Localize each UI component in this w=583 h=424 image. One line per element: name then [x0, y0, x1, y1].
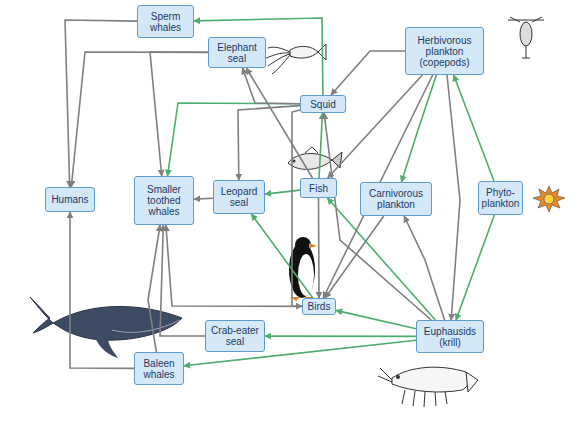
box-text: Phyto-plankton — [481, 187, 520, 209]
feeding-arrow — [404, 216, 445, 320]
feeding-arrow — [65, 20, 137, 187]
food-box: Euphausids (krill) — [416, 320, 484, 353]
feeding-arrow — [150, 52, 208, 176]
organism-label: Leopard seal — [216, 186, 262, 208]
feeding-arrow — [265, 190, 300, 194]
food-box: Humans — [45, 187, 95, 212]
feeding-arrow — [194, 197, 213, 200]
squid-illustration — [266, 44, 326, 74]
food-box: Leopard seal — [213, 180, 265, 214]
box-text: Smaller toothed whales — [137, 184, 191, 217]
food-box: Fish — [300, 178, 337, 198]
organism-label: Herbivorous plankton (copepods) — [408, 35, 481, 68]
food-box: Squid — [300, 95, 346, 113]
food-box: Sperm whales — [137, 5, 194, 38]
food-box: Carnivorous plankton — [360, 182, 432, 216]
feeding-arrow — [251, 214, 312, 298]
box-text: Birds — [308, 301, 331, 312]
organism-label: Elephant seal — [211, 42, 263, 64]
feeding-arrow — [246, 68, 312, 178]
box-text: Baleen whales — [137, 358, 181, 380]
organism-label: Phyto-plankton — [481, 187, 520, 209]
organism-label: Sperm whales — [140, 11, 191, 33]
feeding-arrow — [447, 75, 460, 320]
feeding-arrow — [325, 216, 384, 298]
sun-illustration — [533, 186, 565, 212]
feeding-arrow — [168, 103, 301, 176]
organism-label: Baleen whales — [137, 358, 181, 380]
food-box: Herbivorous plankton (copepods) — [405, 27, 484, 75]
box-text: Sperm whales — [140, 11, 191, 33]
food-box: Crab-eater seal — [205, 320, 265, 352]
copepod-illustration — [508, 17, 544, 58]
feeding-arrow — [327, 198, 435, 320]
organism-label: Carnivorous plankton — [363, 188, 429, 210]
krill-illustration — [378, 367, 478, 407]
box-text: Euphausids (krill) — [419, 326, 481, 348]
box-text: Herbivorous plankton (copepods) — [408, 35, 481, 68]
feeding-arrow — [148, 225, 160, 352]
organism-label: Euphausids (krill) — [419, 326, 481, 348]
box-text: Carnivorous plankton — [363, 188, 429, 210]
box-text: Fish — [309, 183, 328, 194]
whale-illustration — [30, 297, 182, 358]
feeding-arrow — [324, 113, 431, 320]
box-text: Squid — [310, 99, 336, 110]
organism-label: Crab-eater seal — [208, 325, 262, 347]
organism-label: Humans — [51, 194, 88, 205]
feeding-arrow — [331, 51, 405, 95]
feeding-arrow — [318, 198, 320, 298]
organism-label: Smaller toothed whales — [137, 184, 191, 217]
feeding-arrow — [70, 212, 134, 368]
organism-label: Fish — [309, 183, 328, 194]
box-text: Elephant seal — [211, 42, 263, 64]
feeding-arrow — [336, 310, 416, 328]
box-text: Leopard seal — [216, 186, 262, 208]
organism-label: Squid — [310, 99, 336, 110]
food-box: Smaller toothed whales — [134, 176, 194, 225]
penguin-illustration — [289, 237, 317, 301]
feeding-arrow — [194, 18, 323, 95]
feeding-arrow — [319, 113, 323, 178]
box-text: Crab-eater seal — [208, 325, 262, 347]
feeding-arrow — [456, 215, 494, 320]
feeding-arrow — [243, 68, 301, 104]
feeding-arrow — [454, 75, 494, 181]
food-box: Phyto-plankton — [478, 181, 523, 215]
feeding-arrow — [71, 52, 208, 187]
feeding-arrow — [265, 335, 416, 337]
feeding-arrow — [160, 225, 205, 336]
food-box: Birds — [302, 298, 336, 315]
feeding-arrow — [292, 110, 302, 306]
box-text: Humans — [51, 194, 88, 205]
food-box: Elephant seal — [208, 37, 266, 68]
organism-label: Birds — [308, 301, 331, 312]
feeding-arrow — [166, 225, 302, 306]
food-box: Baleen whales — [134, 352, 184, 385]
feeding-arrow — [238, 106, 300, 180]
